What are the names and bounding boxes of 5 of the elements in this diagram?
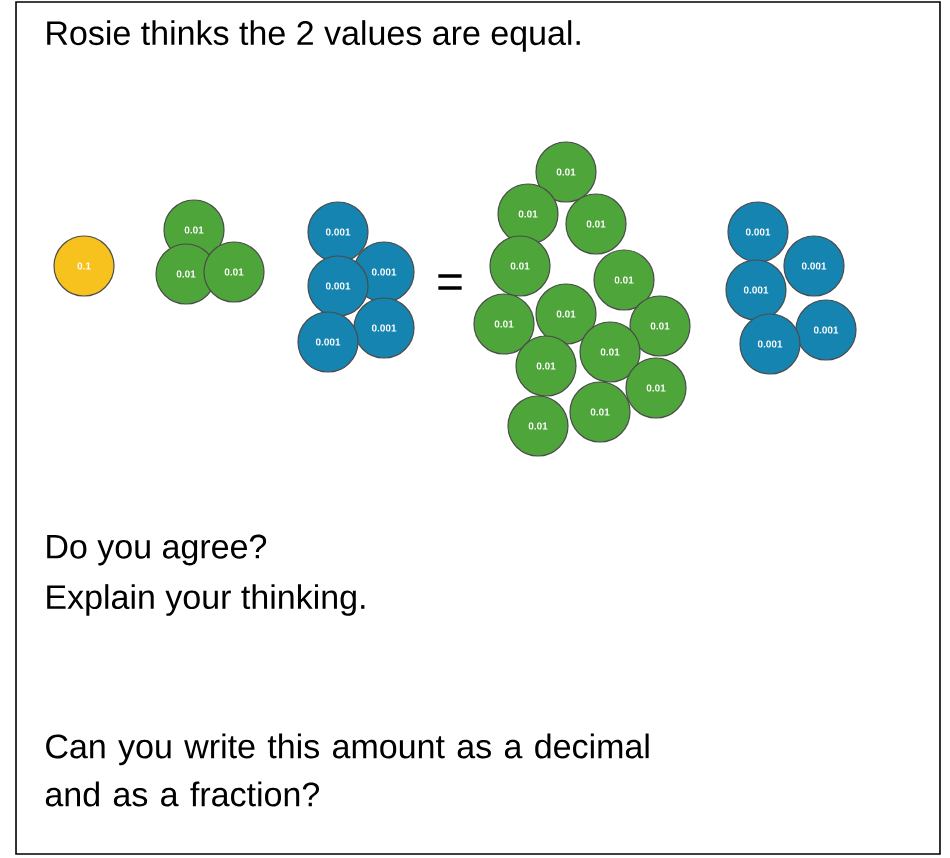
equals-sign: = bbox=[438, 274, 462, 290]
question-text: Can you write this amount as a decimal and as a fraction? bbox=[45, 733, 649, 807]
question-text: Do you agree? bbox=[47, 534, 267, 566]
question-text: Explain your thinking. bbox=[47, 584, 365, 616]
title-text: Rosie thinks the 2 values are equal. bbox=[47, 20, 580, 52]
